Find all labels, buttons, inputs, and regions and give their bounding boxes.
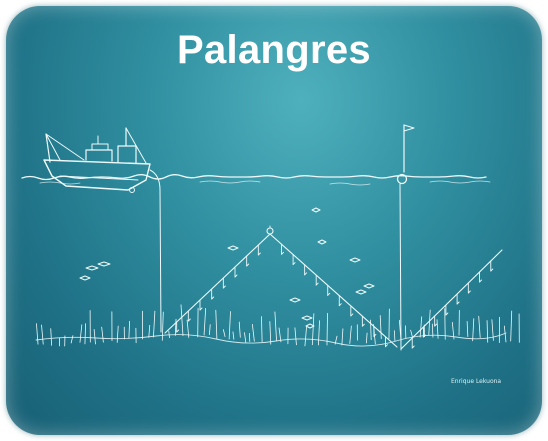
sea-surface [21, 174, 487, 181]
fish-group [79, 207, 375, 329]
branch-lines [176, 243, 494, 349]
marker-buoy-flag-icon [396, 124, 415, 351]
seabed [35, 304, 520, 347]
fishing-boat-icon [43, 127, 151, 193]
page-title: Palangres [177, 28, 371, 72]
illustration-card [6, 6, 542, 435]
artist-signature: Enrique Lekuona [451, 378, 502, 385]
